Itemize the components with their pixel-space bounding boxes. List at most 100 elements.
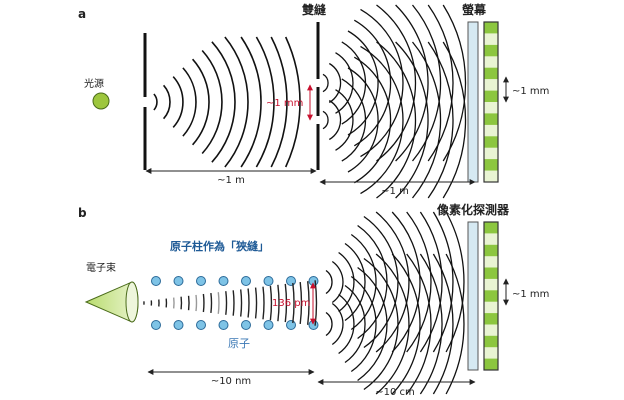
electron-beam-cone-face bbox=[125, 281, 139, 323]
wavefront bbox=[360, 45, 404, 195]
light-source-label: 光源 bbox=[84, 77, 104, 90]
wavefront bbox=[357, 224, 388, 340]
double-slit-label: 雙縫 bbox=[302, 2, 327, 17]
wavefront bbox=[353, 56, 392, 184]
wavefront bbox=[331, 302, 344, 346]
wavefront bbox=[255, 36, 275, 168]
atom-columns bbox=[151, 276, 319, 330]
panel-b: b 電子束 原子柱作為「狹縫」 原子 136 pm 像素化探測器 ~1 mm ~… bbox=[78, 202, 549, 398]
wavefront bbox=[217, 292, 220, 314]
fringe-band bbox=[484, 56, 498, 68]
screen-label: 螢幕 bbox=[462, 2, 487, 17]
fringe-band bbox=[484, 347, 498, 359]
atom bbox=[173, 276, 184, 286]
double-slit-waves bbox=[322, 4, 467, 199]
atom bbox=[173, 320, 184, 330]
wavefront bbox=[344, 284, 366, 364]
detector-glass bbox=[467, 221, 479, 371]
wavefront bbox=[375, 211, 410, 353]
wavefront bbox=[411, 4, 442, 162]
atom-label: 原子 bbox=[228, 337, 250, 350]
wavefront bbox=[262, 286, 265, 320]
fringe-spacing-label-b: ~1 mm bbox=[512, 289, 549, 300]
fringe-band bbox=[484, 290, 498, 302]
fringe-band bbox=[484, 22, 498, 34]
fringe-band bbox=[484, 301, 498, 314]
wavefront bbox=[391, 253, 421, 395]
wavefront bbox=[442, 41, 467, 199]
wavefront bbox=[406, 253, 432, 395]
panel-b-letter: b bbox=[78, 206, 87, 220]
distance-label-b2: ~10 cm bbox=[375, 387, 415, 398]
atom bbox=[196, 276, 206, 286]
wavefront bbox=[224, 36, 249, 168]
fringe-band bbox=[484, 159, 498, 171]
wavefront bbox=[445, 253, 465, 395]
wavefront bbox=[322, 73, 329, 93]
wavefront bbox=[325, 311, 333, 337]
wavefront bbox=[375, 253, 410, 395]
screen-frame bbox=[483, 21, 499, 183]
wavefront bbox=[172, 76, 184, 128]
wavefront bbox=[328, 62, 342, 104]
fringe-band bbox=[484, 90, 498, 103]
fringe-band bbox=[484, 147, 498, 160]
wavefront bbox=[344, 242, 366, 322]
wavefront bbox=[322, 110, 329, 130]
wavefront bbox=[182, 67, 197, 137]
wavefront bbox=[192, 58, 210, 146]
light-source bbox=[92, 92, 110, 110]
wavefront bbox=[314, 280, 318, 326]
wavefront bbox=[292, 282, 295, 324]
screen-fringes bbox=[484, 22, 498, 183]
atom-column-label: 原子柱作為「狹縫」 bbox=[170, 239, 269, 253]
wavefront bbox=[395, 4, 429, 162]
detector-label: 像素化探測器 bbox=[437, 202, 510, 217]
wavefront bbox=[363, 257, 399, 391]
wavefront bbox=[432, 253, 454, 395]
wavefront bbox=[338, 293, 355, 355]
wavefront bbox=[240, 289, 243, 317]
fringe-band bbox=[484, 170, 498, 183]
fringe-band bbox=[484, 136, 498, 148]
wavefront bbox=[225, 291, 228, 315]
wavefront bbox=[331, 260, 344, 304]
wavefront bbox=[254, 287, 258, 319]
wavefront bbox=[269, 285, 273, 321]
wavefront bbox=[406, 211, 432, 353]
wavefront bbox=[299, 282, 303, 324]
atom bbox=[196, 320, 206, 330]
atom bbox=[218, 276, 229, 286]
wavefront bbox=[347, 30, 379, 136]
wavefront bbox=[284, 36, 301, 168]
screen-glass bbox=[467, 21, 479, 183]
wavefront bbox=[442, 4, 467, 162]
fringe-band bbox=[484, 267, 498, 280]
outgoing-waves bbox=[325, 211, 465, 395]
fringe-band bbox=[484, 335, 498, 348]
wavefront bbox=[360, 8, 404, 158]
wavefront bbox=[445, 211, 465, 353]
distance-label-a1: ~1 m bbox=[217, 175, 245, 186]
fringe-band bbox=[484, 113, 498, 126]
wavefront bbox=[201, 49, 223, 155]
wavefront bbox=[247, 288, 250, 318]
panel-a-letter: a bbox=[78, 7, 86, 21]
wavefront bbox=[153, 93, 158, 111]
fringe-band bbox=[484, 79, 498, 91]
atom bbox=[241, 276, 251, 286]
fringe-band bbox=[484, 278, 498, 291]
fringe-band bbox=[484, 67, 498, 80]
single-slit-waves bbox=[153, 36, 301, 168]
fringe-band bbox=[484, 244, 498, 257]
wavefront bbox=[284, 283, 288, 323]
wavefront bbox=[232, 290, 235, 316]
atom bbox=[286, 320, 296, 330]
fringe-band bbox=[484, 233, 498, 246]
fringe-band bbox=[484, 44, 498, 57]
atom bbox=[286, 276, 296, 286]
wavefront bbox=[328, 99, 342, 141]
panel-a: a 光源 雙縫 ~1 mm 螢幕 ~1 mm ~1 m ~1 m bbox=[78, 2, 549, 199]
wavefront bbox=[376, 4, 417, 162]
wavefront bbox=[210, 293, 213, 313]
